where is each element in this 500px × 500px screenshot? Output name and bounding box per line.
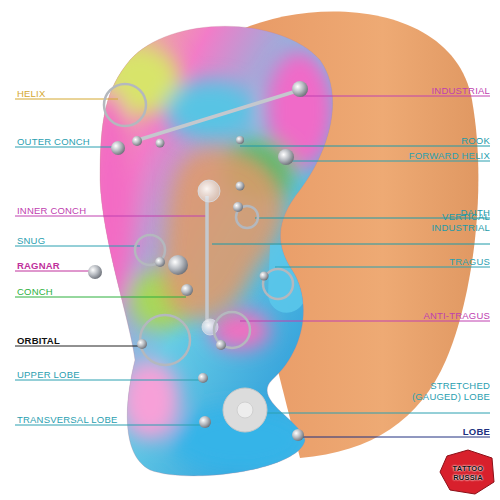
part-name: UPPER LOBE bbox=[17, 369, 80, 380]
part-name: RAGNAR bbox=[17, 260, 60, 271]
part-name: ROOK bbox=[461, 135, 490, 146]
watermark-logo: TATTOO RUSSIA bbox=[443, 464, 493, 482]
part-name: STRETCHED (GAUGED) LOBE bbox=[390, 380, 490, 402]
leader-lines bbox=[15, 96, 490, 437]
part-name: SNUG bbox=[17, 235, 45, 246]
part-name: HELIX bbox=[17, 88, 45, 99]
part-name: VERTICAL INDUSTRIAL bbox=[410, 211, 490, 233]
part-name: CONCH bbox=[17, 286, 53, 297]
logo-mark bbox=[440, 450, 494, 494]
part-name: INNER CONCH bbox=[17, 205, 86, 216]
part-name: TRAGUS bbox=[449, 256, 490, 267]
ear-outline bbox=[100, 26, 333, 476]
part-name: TRANSVERSAL LOBE bbox=[17, 414, 118, 425]
part-name: ANTI-TRAGUS bbox=[423, 310, 490, 321]
part-name: LOBE bbox=[463, 426, 490, 437]
jewellery bbox=[88, 81, 308, 441]
part-name: ORBITAL bbox=[17, 335, 60, 346]
ear-front bbox=[88, 10, 350, 490]
part-name: FORWARD HELIX bbox=[409, 150, 490, 161]
part-name: OUTER CONCH bbox=[17, 136, 90, 147]
part-name: INDUSTRIAL bbox=[432, 85, 490, 96]
